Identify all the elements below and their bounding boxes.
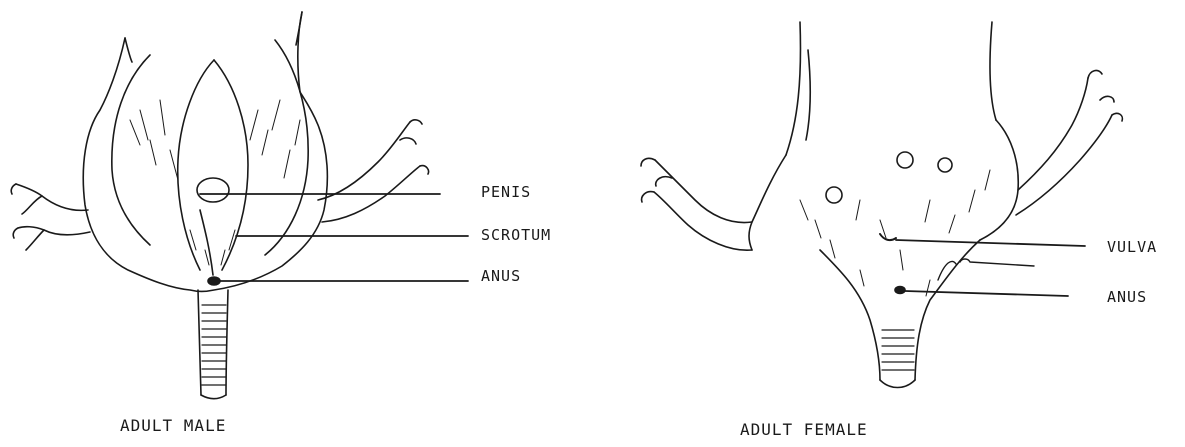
female-rat-drawing (641, 22, 1122, 388)
male-rat-drawing (11, 12, 428, 399)
label-anus-female: ANUS (1107, 290, 1147, 305)
leader-anus-female (905, 291, 1068, 296)
label-penis: PENIS (481, 185, 531, 200)
label-anus-male: ANUS (481, 269, 521, 284)
leader-vulva (896, 240, 1085, 246)
caption-adult-male: ADULT MALE (120, 418, 226, 434)
label-scrotum: SCROTUM (481, 228, 551, 243)
caption-adult-female: ADULT FEMALE (740, 422, 868, 438)
label-vulva: VULVA (1107, 240, 1157, 255)
